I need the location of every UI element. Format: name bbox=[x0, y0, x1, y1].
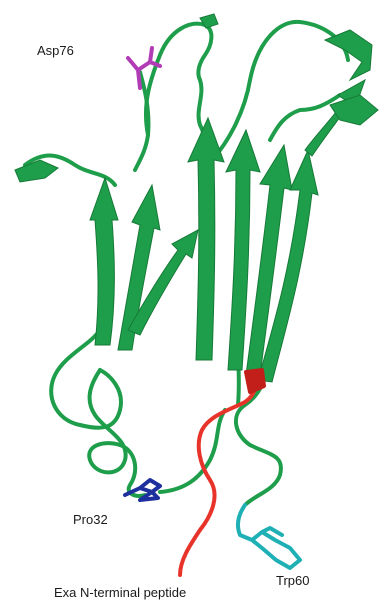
trp60-residue bbox=[238, 505, 300, 568]
strand-left-outer bbox=[90, 178, 118, 345]
peptide-label: Exa N-terminal peptide bbox=[54, 585, 186, 600]
pro-to-center-loop bbox=[160, 410, 225, 492]
helix-left bbox=[15, 160, 58, 182]
right-loop bbox=[270, 95, 340, 140]
bottom-loop-left-b bbox=[89, 370, 125, 472]
asp76-label: Asp76 bbox=[37, 43, 74, 58]
top-loop-right bbox=[212, 22, 348, 160]
trp60-label: Trp60 bbox=[276, 573, 309, 588]
trp-loop bbox=[245, 445, 281, 505]
pro32-label: Pro32 bbox=[73, 512, 108, 527]
